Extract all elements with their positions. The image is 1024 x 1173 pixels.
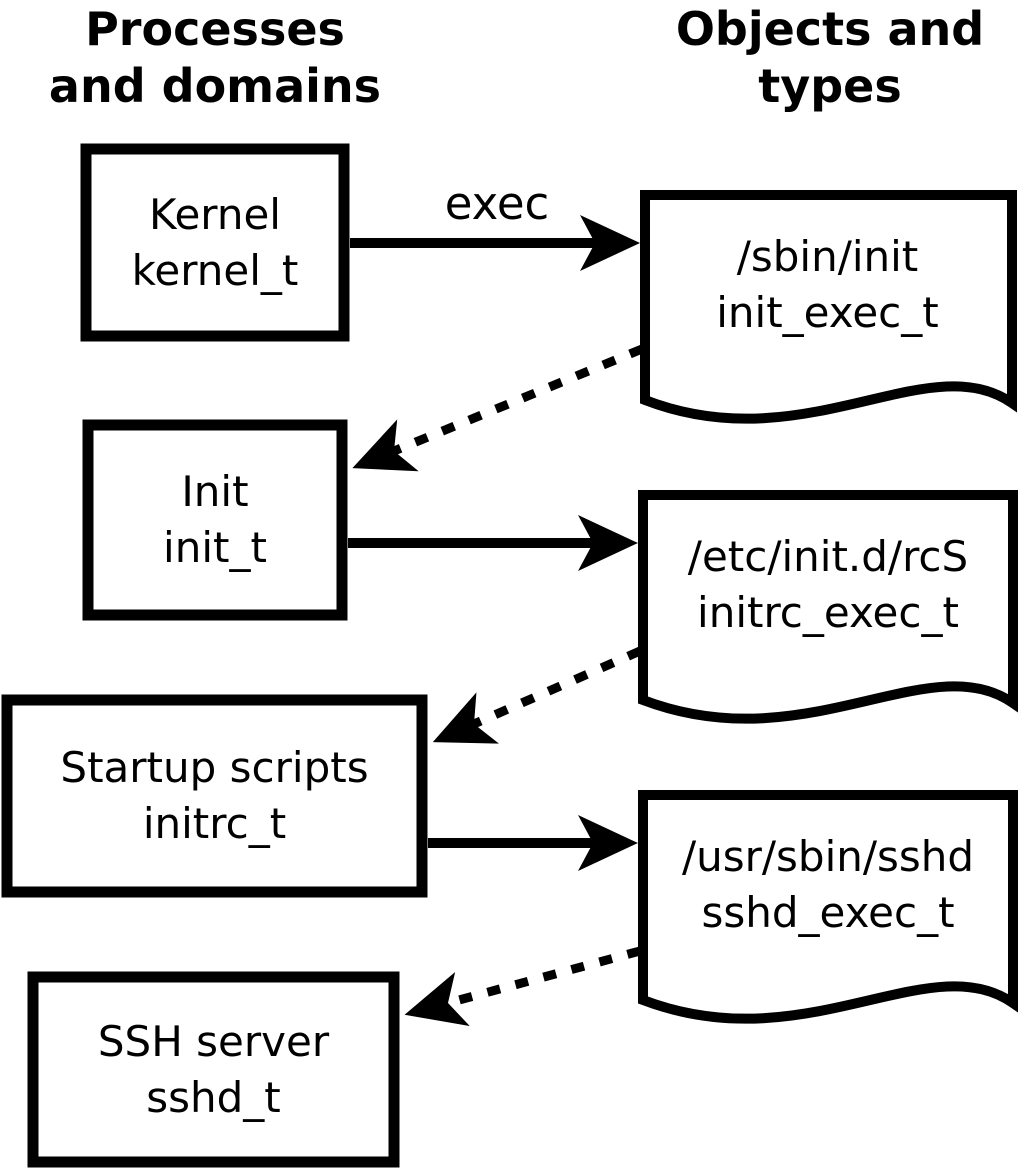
transition-arrow-sbin-init-to-init-box <box>352 344 644 472</box>
startup-scripts-box <box>1 694 428 898</box>
usr-sbin-sshd-document <box>638 790 1018 1024</box>
sbin-init-document <box>640 190 1017 424</box>
init-box <box>82 419 348 621</box>
transition-arrow-rcs-to-startup-box <box>432 646 642 744</box>
transition-arrow-sshd-to-ssh-server-box <box>404 946 642 1027</box>
etc-initd-rcs-document <box>638 490 1018 724</box>
ssh-server-box <box>27 971 400 1168</box>
kernel-box <box>80 143 350 342</box>
